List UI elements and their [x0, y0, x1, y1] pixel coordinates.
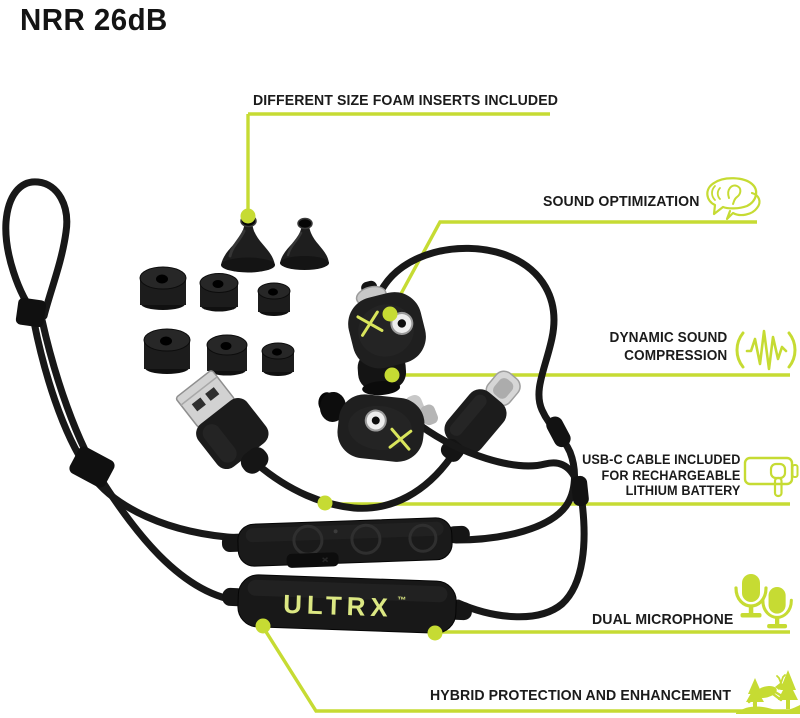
callout-label-foam-inserts: DIFFERENT SIZE FOAM INSERTS INCLUDED — [253, 92, 558, 109]
dual-mic-callout-dot — [427, 625, 443, 641]
deer-trees-icon — [736, 670, 800, 714]
brand-tm: ™ — [397, 595, 406, 605]
callout-label-sound-optimization: SOUND OPTIMIZATION — [543, 193, 700, 210]
foam-tip — [143, 328, 191, 374]
cable-ferrule — [546, 416, 571, 448]
foam-tip — [139, 266, 187, 310]
foam-tip — [206, 334, 248, 376]
dual-microphone-icon — [734, 574, 793, 629]
foam-tip — [261, 342, 295, 376]
silicone-tip — [280, 217, 329, 270]
ground — [736, 705, 800, 714]
tree — [778, 680, 798, 700]
page-title: NRR 26dB — [20, 2, 168, 37]
ear-speech-bubble-icon — [706, 177, 761, 221]
earbud-lower — [318, 391, 438, 462]
hybrid-callout-dot — [255, 618, 271, 634]
usbc-callout-dot — [317, 495, 333, 511]
lanyard-loop — [2, 178, 246, 605]
foam-callout-line — [246, 112, 550, 214]
foam-tip — [257, 282, 291, 316]
silicone-tip-set — [221, 214, 329, 273]
callout-dots — [240, 208, 443, 641]
cable-clip — [69, 446, 115, 488]
callout-lines — [246, 112, 790, 713]
callout-label-dynamic-sound-compression: DYNAMIC SOUND COMPRESSION — [609, 330, 727, 364]
x-logo — [356, 310, 384, 337]
tree — [746, 686, 764, 702]
leaping-deer — [747, 674, 786, 706]
cable-clip — [15, 297, 47, 328]
callout-label-usb-c-cable: USB-C CABLE INCLUDED FOR RECHARGEABLE LI… — [581, 452, 740, 499]
x-logo — [388, 427, 413, 451]
callout-label-dual-microphone: DUAL MICROPHONE — [591, 611, 733, 628]
hybrid-callout-line — [261, 626, 790, 713]
cable-ferrule — [571, 475, 589, 507]
sound-wave-icon — [735, 329, 797, 371]
foam-tip-set — [139, 266, 295, 376]
usb-a-connector — [175, 370, 269, 474]
dynamic-compression-callout-dot — [384, 367, 400, 383]
foam-tip — [199, 273, 239, 312]
microphone-glyph — [734, 574, 768, 618]
control-module — [221, 517, 470, 568]
battery-module: ULTRX ™ — [222, 574, 472, 634]
usb-charge-cable — [175, 370, 521, 512]
foam-callout-dot — [240, 208, 256, 224]
brand-logo: ULTRX — [283, 589, 394, 623]
power-switch — [286, 552, 339, 568]
callout-label-hybrid-protection: HYBRID PROTECTION AND ENHANCEMENT — [430, 687, 732, 704]
sound-optimization-callout-line — [388, 220, 757, 315]
silicone-tip — [221, 214, 275, 273]
earbud-upper — [348, 280, 426, 396]
battery-usb-icon — [743, 456, 799, 498]
earbud-cables — [377, 244, 589, 621]
microphone-glyph — [761, 587, 793, 629]
sound-optimization-callout-dot — [382, 306, 398, 322]
